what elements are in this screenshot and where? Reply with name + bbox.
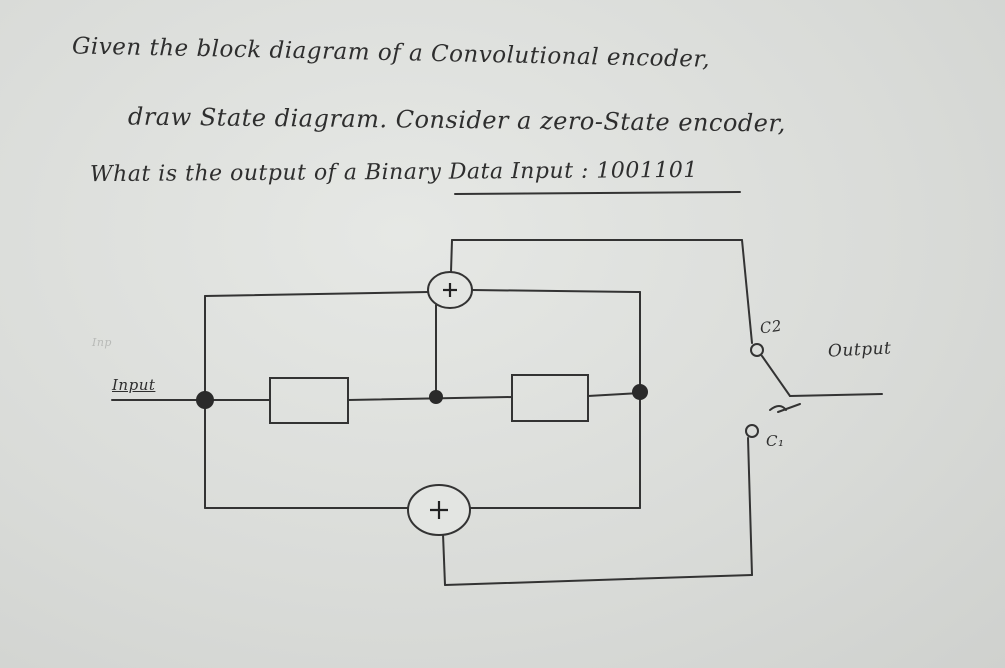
right-junction-dot — [632, 384, 648, 400]
upper-adder-out-vertical — [450, 239, 453, 273]
faint-erased-label: Inp — [92, 336, 112, 349]
lower-adder — [407, 484, 471, 536]
underline — [454, 191, 741, 195]
switch-c1-label: C₁ — [766, 432, 785, 450]
upper-adder — [427, 271, 473, 309]
output-line — [789, 393, 883, 397]
shift-register-1 — [269, 377, 349, 424]
input-label: Input — [112, 376, 156, 394]
top-tap-line-left — [204, 291, 429, 297]
output-label: Output — [827, 338, 892, 362]
c2-feed — [741, 239, 753, 344]
shift-register-2 — [511, 374, 589, 422]
switch-c2-label: C2 — [758, 316, 784, 338]
switch-rotation-tail — [777, 403, 801, 413]
c1-feed — [747, 437, 753, 576]
switch-arm — [761, 355, 791, 397]
input-junction-dot — [196, 391, 214, 409]
lower-adder-out-horizontal — [444, 574, 753, 586]
c2-terminal — [750, 343, 764, 357]
c1-terminal — [745, 424, 759, 438]
middle-junction-dot — [429, 390, 443, 404]
top-tap-line-right — [471, 289, 641, 293]
lower-adder-out-vertical — [442, 533, 446, 586]
register-2-out — [587, 392, 641, 397]
